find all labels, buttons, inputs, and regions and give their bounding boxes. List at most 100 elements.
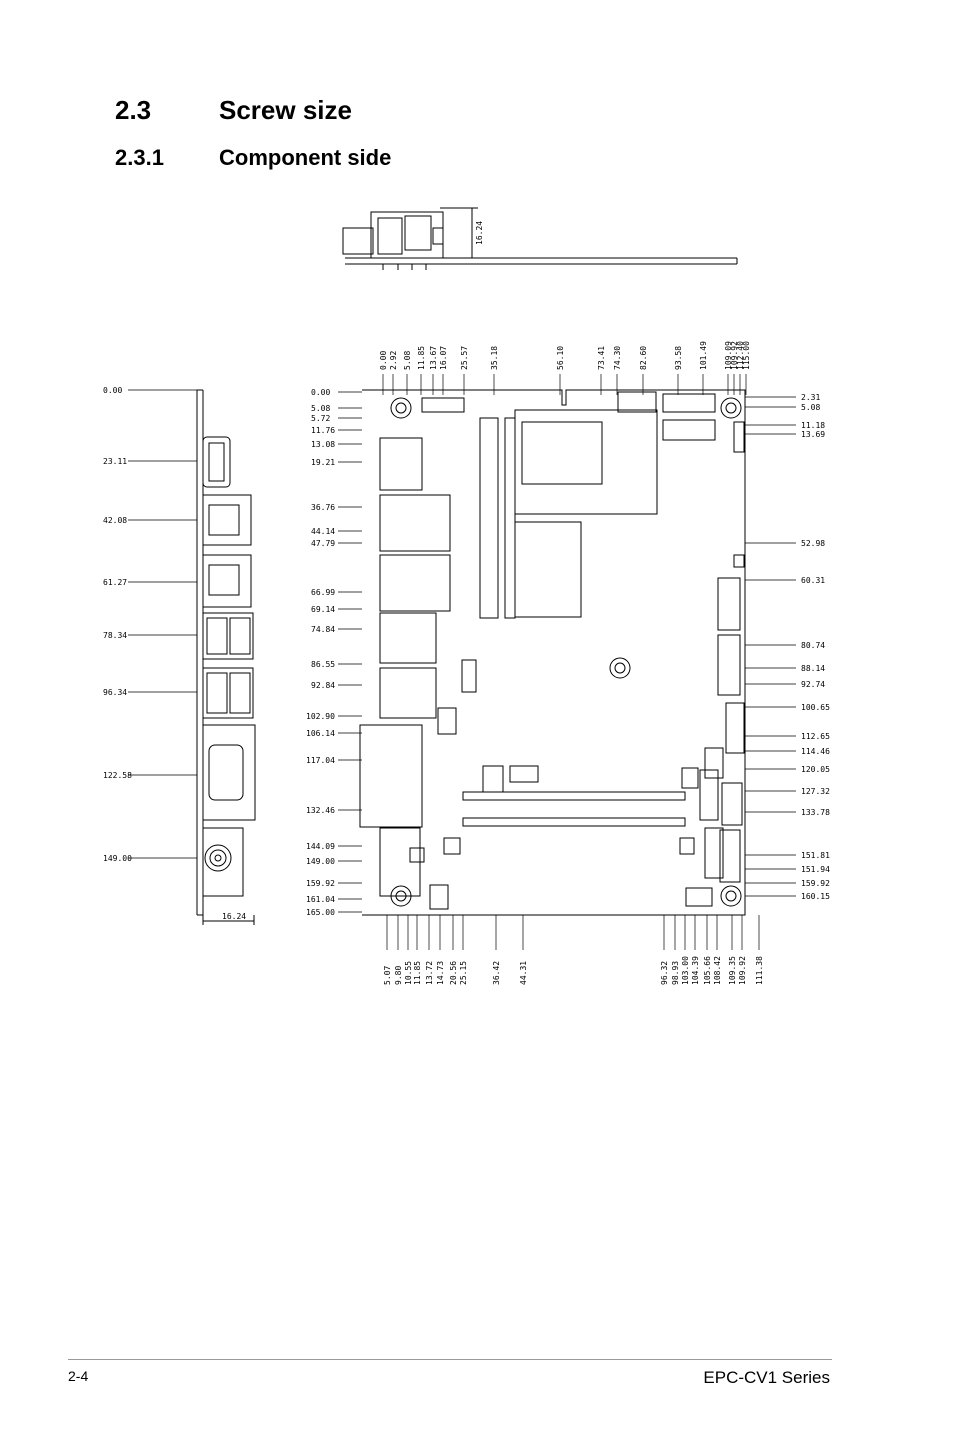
subsection-number: 2.3.1 xyxy=(115,145,164,170)
page-number: 2-4 xyxy=(68,1368,89,1384)
side-height-label: 16.24 xyxy=(475,221,484,245)
footer-rule xyxy=(68,1359,832,1360)
right-dim-label: 100.65 xyxy=(801,703,830,712)
left-dim-label: 144.09 xyxy=(306,842,335,851)
bottom-dim-label: 14.73 xyxy=(436,961,445,985)
right-dim-label: 120.05 xyxy=(801,765,830,774)
left-dim-label: 5.08 xyxy=(311,404,330,413)
left-dim-label: 132.46 xyxy=(306,806,335,815)
right-dim-label: 151.81 xyxy=(801,851,830,860)
top-dim-label: 0.00 xyxy=(379,351,388,370)
edge-dim-label: 61.27 xyxy=(103,578,127,587)
right-dim-label: 52.98 xyxy=(801,539,825,548)
bottom-dim-label: 111.38 xyxy=(755,956,764,985)
side-view xyxy=(342,207,738,270)
footer-series: EPC-CV1 Series xyxy=(703,1368,830,1387)
bottom-dim-label: 96.32 xyxy=(660,961,669,985)
section-number: 2.3 xyxy=(115,95,152,125)
right-dim-label: 60.31 xyxy=(801,576,825,585)
bottom-dim-label: 105.66 xyxy=(703,956,712,985)
left-dim-label: 0.00 xyxy=(311,388,330,397)
left-dim-label: 69.14 xyxy=(311,605,335,614)
left-dim-label: 92.84 xyxy=(311,681,335,690)
bottom-dim-label: 9.80 xyxy=(394,966,403,985)
left-dim-label: 117.04 xyxy=(306,756,335,765)
bottom-dim-label: 44.31 xyxy=(519,961,528,985)
left-dim-label: 11.76 xyxy=(311,426,335,435)
top-dim-label: 93.58 xyxy=(674,346,683,370)
left-dim-label: 47.79 xyxy=(311,539,335,548)
section-heading: 2.3 Screw size xyxy=(115,95,352,126)
left-dim-label: 66.99 xyxy=(311,588,335,597)
top-dim-label: 109.09 xyxy=(724,341,733,370)
right-dim-label: 13.69 xyxy=(801,430,825,439)
bottom-dim-label: 109.35 xyxy=(728,956,737,985)
left-dim-label: 74.84 xyxy=(311,625,335,634)
right-dim-label: 80.74 xyxy=(801,641,825,650)
left-dim-label: 5.72 xyxy=(311,414,330,423)
bottom-dim-label: 11.85 xyxy=(413,961,422,985)
top-dim-label: 35.18 xyxy=(490,346,499,370)
top-dim-label: 82.60 xyxy=(639,346,648,370)
right-dim-label: 5.08 xyxy=(801,403,820,412)
top-dim-label: 101.49 xyxy=(699,341,708,370)
top-dim-label: 25.57 xyxy=(460,346,469,370)
left-dim-label: 44.14 xyxy=(311,527,335,536)
edge-dim-label: 23.11 xyxy=(103,457,127,466)
top-dim-label: 5.08 xyxy=(403,351,412,370)
edge-depth-label: 16.24 xyxy=(222,912,246,921)
bottom-dim-label: 13.72 xyxy=(425,961,434,985)
top-dim-label: 74.30 xyxy=(613,346,622,370)
edge-view xyxy=(196,389,256,925)
right-dim-label: 127.32 xyxy=(801,787,830,796)
edge-dim-label: 149.00 xyxy=(103,854,132,863)
section-title: Screw size xyxy=(219,95,352,125)
left-dim-label: 165.00 xyxy=(306,908,335,917)
bottom-dim-label: 5.07 xyxy=(383,966,392,985)
top-dim-label: 109.92 xyxy=(730,341,739,370)
top-dim-label: 56.10 xyxy=(556,346,565,370)
edge-dim-label: 0.00 xyxy=(103,386,122,395)
bottom-dim-label: 20.56 xyxy=(449,961,458,985)
edge-dim-label: 96.34 xyxy=(103,688,127,697)
right-dim-label: 160.15 xyxy=(801,892,830,901)
bottom-dim-label: 108.42 xyxy=(713,956,722,985)
right-dim-label: 11.18 xyxy=(801,421,825,430)
bottom-dim-label: 10.55 xyxy=(404,961,413,985)
top-dim-label: 11.85 xyxy=(417,346,426,370)
top-dim-label: 112.40 xyxy=(736,341,745,370)
subsection-title: Component side xyxy=(219,145,392,170)
right-dim-label: 88.14 xyxy=(801,664,825,673)
bottom-dim-label: 104.39 xyxy=(691,956,700,985)
right-dim-label: 159.92 xyxy=(801,879,830,888)
top-dim-label: 73.41 xyxy=(597,346,606,370)
bottom-dim-label: 109.92 xyxy=(738,956,747,985)
left-dim-label: 19.21 xyxy=(311,458,335,467)
edge-dim-label: 78.34 xyxy=(103,631,127,640)
left-dim-label: 106.14 xyxy=(306,729,335,738)
bottom-dim-label: 25.15 xyxy=(459,961,468,985)
left-dim-label: 36.76 xyxy=(311,503,335,512)
right-dim-label: 112.65 xyxy=(801,732,830,741)
left-dim-label: 102.90 xyxy=(306,712,335,721)
left-dim-label: 159.92 xyxy=(306,879,335,888)
left-dim-label: 161.04 xyxy=(306,895,335,904)
top-dim-label: 115.00 xyxy=(742,341,751,370)
top-dim-label: 2.92 xyxy=(389,351,398,370)
right-dim-label: 114.46 xyxy=(801,747,830,756)
right-dim-label: 133.78 xyxy=(801,808,830,817)
left-dim-label: 86.55 xyxy=(311,660,335,669)
bottom-dim-label: 98.93 xyxy=(671,961,680,985)
right-dim-label: 151.94 xyxy=(801,865,830,874)
right-dim-label: 92.74 xyxy=(801,680,825,689)
board-top-view xyxy=(359,389,746,916)
edge-dim-label: 122.58 xyxy=(103,771,132,780)
left-dim-label: 149.00 xyxy=(306,857,335,866)
bottom-dim-label: 36.42 xyxy=(492,961,501,985)
subsection-heading: 2.3.1 Component side xyxy=(115,145,391,171)
edge-dim-label: 42.08 xyxy=(103,516,127,525)
top-dim-label: 16.07 xyxy=(439,346,448,370)
right-dim-label: 2.31 xyxy=(801,393,820,402)
bottom-dim-label: 103.00 xyxy=(681,956,690,985)
